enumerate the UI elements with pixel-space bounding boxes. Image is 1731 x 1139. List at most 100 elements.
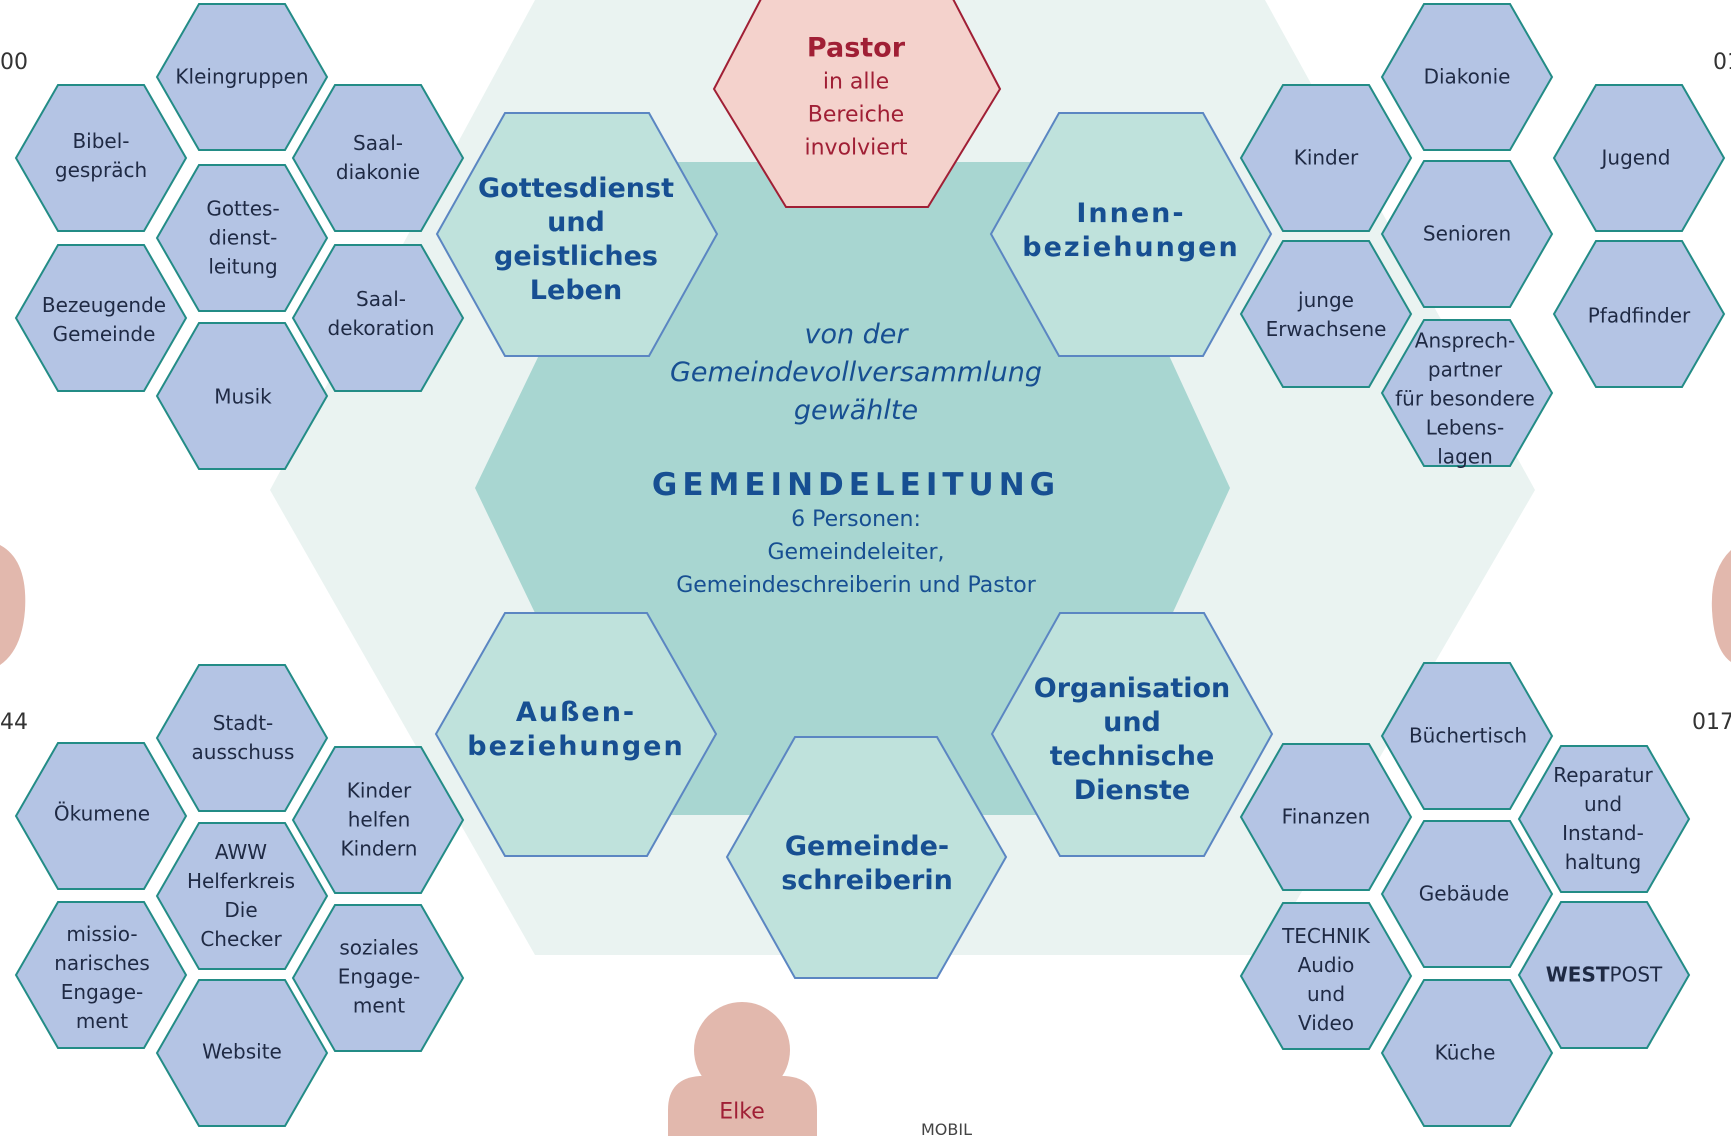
group-line: Die [224,898,258,922]
stadt-hexagon [155,664,329,812]
edge-label-bottom-right: 017 [1692,710,1731,735]
gemeindeleitung-persons: 6 Personen: [791,507,921,532]
kueche-hexagon [1380,979,1554,1127]
group-line: Checker [200,927,282,951]
group-buecher-label: Büchertisch [1409,722,1527,751]
pastor-line-3: involviert [804,135,908,161]
area-innen-label: Innen- beziehungen [1022,197,1239,265]
group-stadt-label: Stadt- ausschuss [192,709,295,767]
group-line: Website [202,1039,282,1064]
right-person-shape [1711,550,1731,662]
group-technik-label: TECHNIK Audio und Video [1282,922,1370,1038]
area-line: Gottesdienst [477,173,675,204]
center-title-block: GEMEINDELEITUNG 6 Personen: Gemeindeleit… [652,467,1060,602]
group-line: Engage- [337,964,421,989]
group-senioren-label: Senioren [1423,220,1511,249]
group-sozial-label: soziales Engage- ment [338,934,420,1021]
area-line: Dienste [1073,775,1191,806]
group-line: partner [1427,357,1503,382]
gemeindeleitung-title: GEMEINDELEITUNG [651,467,1061,503]
bibel-hexagon [14,84,188,232]
group-line: Kinder [346,778,412,803]
group-bibel-label: Bibel- gespräch [55,127,147,185]
group-line: Kinder [1293,145,1359,170]
area-line: schreiberin [781,865,953,896]
organisation-hexagon [990,612,1274,857]
group-line: Reparatur [1553,763,1653,787]
website-hexagon [155,979,329,1127]
westpost-hexagon [1517,901,1691,1049]
area-line: Leben [529,275,623,306]
area-line: Organisation [1033,673,1231,704]
pastor-label: Pastor in alle Bereiche involviert [805,32,908,165]
kleingruppen-hexagon [155,3,329,151]
group-line: und [1306,982,1346,1006]
edge-label-bottom-left: 44 [0,710,28,735]
footer-mobil-text: MOBIL [921,1120,973,1139]
westpost-bold: WEST [1545,962,1610,987]
group-hexagons [14,3,1726,1127]
elke-body [668,1076,817,1136]
pastor-line-2: Bereiche [807,102,905,128]
gemeindeleitung-roles-1: Gemeindeleiter, [767,540,945,565]
area-gottesdienst-label: Gottesdienst und geistliches Leben [478,172,674,308]
group-line: Gottes- [206,196,280,221]
gottesdienst-hexagon [435,112,719,357]
group-line: Instand- [1562,821,1644,845]
group-finanzen-label: Finanzen [1282,803,1371,832]
finanzen-hexagon [1239,743,1413,891]
gebaeude-hexagon [1380,820,1554,968]
group-line: AWW [214,840,268,864]
area-organisation-label: Organisation und technische Dienste [1034,672,1231,808]
kinder-hexagon [1239,84,1413,232]
group-line: Senioren [1422,221,1512,246]
area-hexagons [434,112,1274,979]
group-line: TECHNIK [1282,924,1370,948]
group-line: Ökumene [53,801,151,826]
group-aww-label: AWW Helferkreis Die Checker [187,838,295,954]
group-line: Bibel- [72,129,130,153]
group-line: ausschuss [191,740,295,764]
group-line: Pfadfinder [1587,303,1691,328]
senioren-hexagon [1380,160,1554,308]
group-line: leitung [208,254,278,279]
area-aussen-label: Außen- beziehungen [467,696,684,764]
group-line: missio- [66,922,138,946]
kinderhelfen-hexagon [291,746,465,894]
group-musik-label: Musik [214,383,272,412]
aww-hexagon [155,822,329,970]
group-line: dienst- [208,225,278,250]
edge-label-top-right: 01 [1713,50,1731,75]
group-saaldiakonie-label: Saal- diakonie [336,129,420,187]
area-line: Innen- [1076,198,1186,229]
area-line: geistliches [493,241,658,272]
group-line: Jugend [1601,145,1671,170]
jugend-hexagon [1552,84,1726,232]
group-line: helfen [347,807,411,832]
group-line: haltung [1564,850,1642,874]
group-kleingruppen-label: Kleingruppen [175,63,308,92]
group-line: Bezeugende [41,293,167,317]
group-line: ment [75,1009,129,1033]
group-line: ment [352,993,406,1018]
edge-label-top-left: 00 [0,50,28,75]
group-ansprech-label: Ansprech- partner für besondere Lebens- … [1395,327,1535,472]
group-line: Finanzen [1281,804,1371,829]
group-oekumene-label: Ökumene [54,800,150,829]
group-line: und [1583,792,1623,816]
area-line: und [1103,707,1161,738]
sozial-hexagon [291,904,465,1052]
saaldekoration-hexagon [291,244,465,392]
group-line: Engage- [60,980,144,1004]
pastor-hexagon [712,0,1002,208]
group-reparatur-label: Reparatur und Instand- haltung [1553,761,1652,877]
group-line: Stadt- [212,711,274,735]
group-line: Büchertisch [1408,723,1528,748]
group-line: soziales [339,935,419,960]
group-diakonie-label: Diakonie [1424,63,1511,92]
pastor-line-1: in alle [822,69,890,95]
group-kueche-label: Küche [1435,1039,1496,1068]
area-schreiberin-label: Gemeinde- schreiberin [781,830,953,898]
group-kinderhelfen-label: Kinder helfen Kindern [341,777,418,864]
